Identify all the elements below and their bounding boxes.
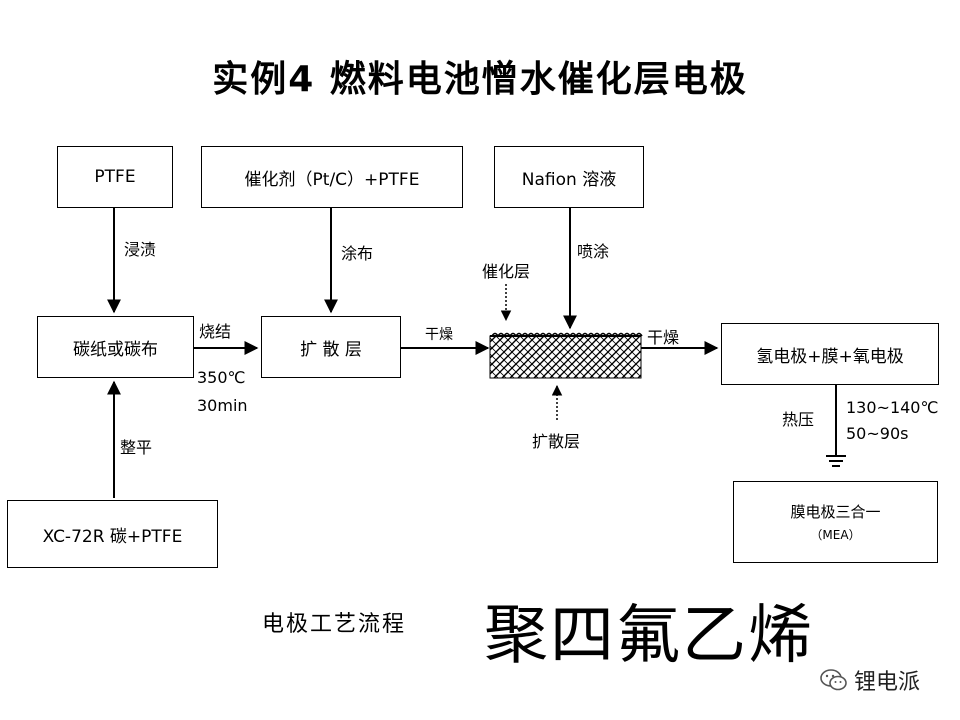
wechat-icon xyxy=(820,669,847,691)
label-hot-press-time: 50~90s xyxy=(846,424,909,443)
label-sinter-temp: 350℃ xyxy=(197,368,246,387)
label-spray: 喷涂 xyxy=(577,242,610,261)
label-sinter-time: 30min xyxy=(197,396,248,415)
label-level: 整平 xyxy=(120,438,153,457)
nafion-label: Nafion 溶液 xyxy=(521,169,617,190)
label-impregnate: 浸渍 xyxy=(124,240,157,259)
mea-line2: （MEA） xyxy=(810,528,861,542)
label-dry-2: 干燥 xyxy=(647,328,680,347)
nafion-box: Nafion 溶液 xyxy=(494,146,644,208)
brand-name: 锂电派 xyxy=(854,670,921,695)
membrane-electrode-label: 氢电极+膜+氧电极 xyxy=(756,346,904,367)
label-diffusion-layer: 扩散层 xyxy=(532,432,581,451)
label-coat: 涂布 xyxy=(341,244,374,263)
label-hot-press-temp: 130~140℃ xyxy=(846,398,939,417)
xc72r-box: XC-72R 碳+PTFE xyxy=(7,500,218,568)
ptfe-label: PTFE xyxy=(94,167,136,187)
membrane-electrode-box: 氢电极+膜+氧电极 xyxy=(721,323,939,385)
label-sinter: 烧结 xyxy=(199,322,232,341)
carbon-paper-box: 碳纸或碳布 xyxy=(37,316,194,378)
label-dry-1: 干燥 xyxy=(425,327,453,343)
mea-box: 膜电极三合一 （MEA） xyxy=(733,481,938,563)
label-catalyst-layer: 催化层 xyxy=(482,262,531,281)
diffusion-layer-box: 扩 散 层 xyxy=(261,316,401,378)
xc72r-label: XC-72R 碳+PTFE xyxy=(42,526,183,547)
mea-line1: 膜电极三合一 xyxy=(790,503,881,521)
diffusion-layer-label: 扩 散 层 xyxy=(300,339,362,360)
process-caption: 电极工艺流程 xyxy=(262,612,407,637)
brand-watermark: 锂电派 xyxy=(820,664,920,696)
electrode-layer-hatched xyxy=(489,335,642,379)
catalyst-box: 催化剂（Pt/C）+PTFE xyxy=(201,146,463,208)
catalyst-label: 催化剂（Pt/C）+PTFE xyxy=(244,169,420,190)
label-hot-press: 热压 xyxy=(782,410,815,429)
ptfe-chinese-caption: 聚四氟乙烯 xyxy=(484,599,814,673)
catalyst-top-band xyxy=(490,332,643,338)
ptfe-box: PTFE xyxy=(57,146,173,208)
diagram-title: 实例4 燃料电池憎水催化层电极 xyxy=(212,59,748,100)
carbon-paper-label: 碳纸或碳布 xyxy=(73,339,158,360)
